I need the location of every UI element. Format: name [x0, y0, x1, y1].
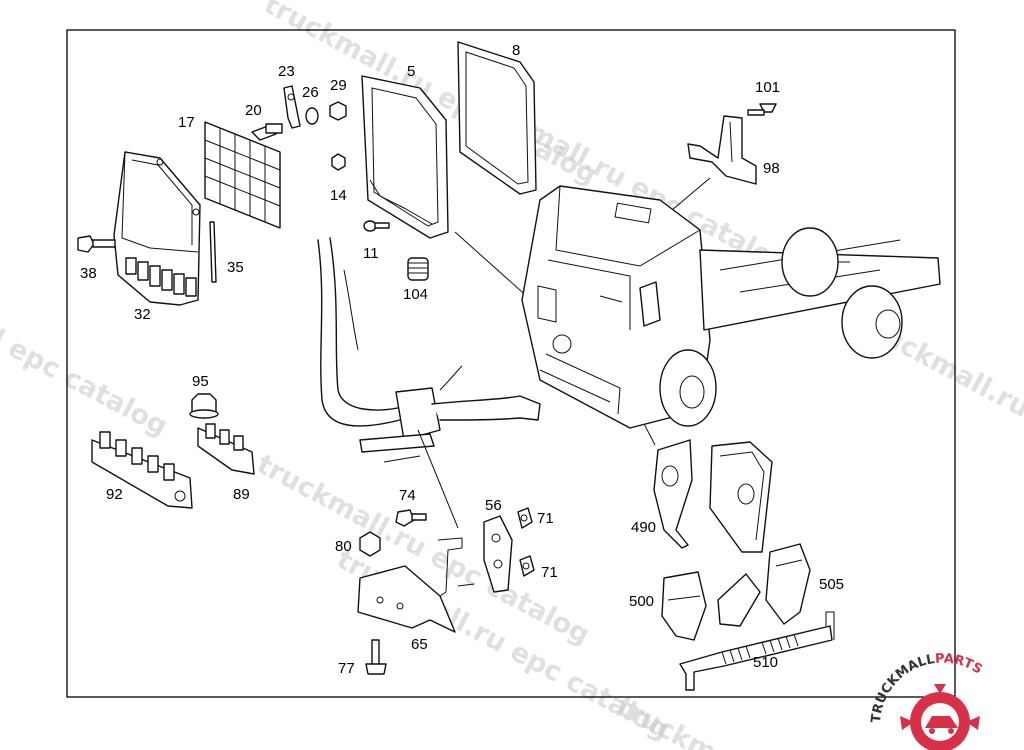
callout-505: 505: [819, 576, 844, 593]
callout-490: 490: [631, 519, 656, 536]
callout-101: 101: [755, 79, 780, 96]
watermark: l epc catalog: [0, 324, 173, 443]
leader-line: [417, 429, 459, 529]
part-32-control-unit[interactable]: [113, 151, 201, 306]
part-26-washer[interactable]: [305, 107, 319, 125]
part-20-connector[interactable]: [251, 123, 283, 141]
callout-71b: 71: [541, 564, 558, 581]
part-38-bolt[interactable]: [77, 235, 116, 253]
callout-35: 35: [227, 259, 244, 276]
callout-23: 23: [278, 63, 295, 80]
callout-8: 8: [512, 42, 520, 59]
callout-92: 92: [106, 486, 123, 503]
part-74-bolt[interactable]: [395, 509, 427, 527]
part-17-grid-cover[interactable]: [204, 121, 281, 229]
callout-74: 74: [399, 487, 416, 504]
callout-17: 17: [178, 114, 195, 131]
part-8-gasket[interactable]: [457, 41, 537, 195]
part-14-nut[interactable]: [331, 153, 346, 171]
part-95-cap-nut[interactable]: [189, 393, 219, 419]
part-500-cover[interactable]: [661, 571, 707, 641]
truckmallparts-logo: TRUCKMALLPARTS: [869, 651, 985, 750]
callout-labels: 8 5 23 26 29 101 20 17 98 14 11 38 35 10…: [80, 42, 844, 677]
truck-cab: [521, 185, 711, 429]
callout-32: 32: [134, 306, 151, 323]
callout-65: 65: [411, 636, 428, 653]
callout-77: 77: [338, 660, 355, 677]
logo-text-accent: PARTS: [935, 651, 985, 677]
callout-56: 56: [485, 497, 502, 514]
truck-chassis: [699, 227, 941, 359]
part-56-clamp[interactable]: [483, 515, 513, 593]
part-77-bolt[interactable]: [365, 639, 387, 675]
callout-80: 80: [335, 538, 352, 555]
part-101-screw[interactable]: [747, 103, 777, 116]
callout-104: 104: [403, 286, 428, 303]
part-11-screw[interactable]: [363, 220, 390, 232]
callout-29: 29: [330, 77, 347, 94]
part-71-washer-lower[interactable]: [519, 555, 535, 577]
part-23-bracket[interactable]: [283, 85, 301, 129]
part-71-washer-upper[interactable]: [517, 507, 533, 529]
callout-95: 95: [192, 373, 209, 390]
part-510-spring-rod[interactable]: [679, 611, 835, 691]
part-5-housing-frame[interactable]: [361, 75, 449, 239]
part-80-nut[interactable]: [359, 531, 381, 557]
callout-20: 20: [245, 102, 262, 119]
callout-89: 89: [233, 486, 250, 503]
callout-500: 500: [629, 593, 654, 610]
wiring-harness[interactable]: [317, 237, 541, 463]
gear-car-icon: [900, 684, 980, 750]
part-92-clip-strip[interactable]: [91, 431, 193, 509]
callout-71: 71: [537, 510, 554, 527]
part-bracket-middle[interactable]: [717, 573, 761, 627]
part-35-strip[interactable]: [209, 221, 217, 283]
part-29-nut[interactable]: [329, 101, 347, 121]
watermark: truckm: [612, 691, 722, 750]
part-505-cover[interactable]: [765, 543, 811, 625]
part-98-bracket[interactable]: [687, 115, 757, 185]
part-104-plug[interactable]: [407, 257, 429, 281]
callout-98: 98: [763, 160, 780, 177]
callout-26: 26: [302, 84, 319, 101]
part-89-clip-strip[interactable]: [197, 423, 255, 475]
callout-38: 38: [80, 265, 97, 282]
part-cover[interactable]: [709, 441, 773, 553]
diagram-frame: [66, 29, 956, 698]
callout-14: 14: [330, 187, 347, 204]
callout-11: 11: [363, 245, 379, 262]
leader-line: [671, 177, 711, 211]
truck-front-wheel: [659, 349, 717, 427]
callout-510: 510: [753, 654, 778, 671]
callout-5: 5: [407, 63, 415, 80]
part-65-bracket[interactable]: [357, 537, 475, 633]
part-490-bracket[interactable]: [653, 439, 693, 549]
